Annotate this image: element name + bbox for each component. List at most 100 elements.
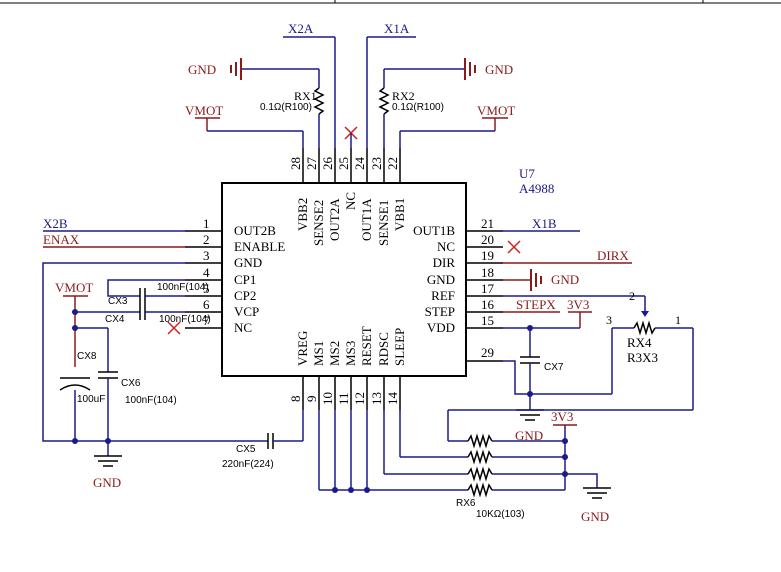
svg-text:3: 3: [203, 248, 210, 263]
svg-text:3V3: 3V3: [551, 409, 573, 424]
svg-text:16: 16: [481, 297, 495, 312]
svg-text:GND: GND: [581, 509, 609, 524]
svg-text:100nF(104): 100nF(104): [157, 282, 209, 293]
svg-text:GND: GND: [485, 62, 513, 77]
vmot-caps: VMOT CX8 100uF CX6 100nF(104): [55, 280, 177, 444]
ground-symbol-top-right: GND: [464, 58, 513, 80]
rx6-resistor-network: RX6 10KΩ(103) 3V3 GND: [318, 409, 611, 524]
cx5-capacitor: CX5 220nF(224): [110, 410, 304, 470]
svg-text:RESET: RESET: [359, 326, 374, 366]
svg-text:5: 5: [203, 281, 210, 296]
frame-border: [0, 0, 781, 4]
svg-text:29: 29: [481, 345, 494, 360]
svg-text:VBB1: VBB1: [392, 198, 407, 231]
svg-text:10: 10: [320, 392, 335, 405]
svg-text:14: 14: [385, 392, 400, 406]
svg-text:RX1: RX1: [294, 89, 317, 103]
svg-text:REF: REF: [431, 288, 455, 303]
top-pins: 28 27 26 25 24 23 22 VBB2 SENSE2 OUT2A N…: [288, 148, 407, 246]
svg-text:OUT1B: OUT1B: [413, 223, 455, 238]
svg-text:6: 6: [203, 297, 210, 312]
svg-text:100nF(104): 100nF(104): [159, 314, 211, 325]
cx4-capacitor: CX4 100nF(104): [75, 304, 211, 325]
svg-text:24: 24: [352, 157, 367, 171]
svg-text:GND: GND: [93, 475, 121, 490]
svg-text:0.1Ω(R100): 0.1Ω(R100): [392, 102, 444, 113]
svg-text:CP1: CP1: [234, 272, 256, 287]
net-label-enax: ENAX: [43, 232, 80, 247]
svg-text:7: 7: [203, 313, 210, 328]
svg-text:VCP: VCP: [234, 304, 259, 319]
svg-text:13: 13: [369, 392, 384, 405]
svg-text:R3X3: R3X3: [627, 350, 658, 365]
svg-text:27: 27: [304, 157, 319, 171]
rx2-resistor: RX2 0.1Ω(R100): [378, 68, 464, 148]
svg-text:RX4: RX4: [627, 335, 652, 350]
svg-text:3: 3: [606, 313, 612, 327]
left-pins: 1 2 3 4 5 6 7 OUT2B ENABLE GND CP1 CP2 V…: [185, 216, 285, 335]
svg-text:CX3: CX3: [108, 296, 128, 307]
svg-text:NC: NC: [437, 239, 455, 254]
svg-text:MS3: MS3: [343, 341, 358, 366]
cx3-capacitor: CX3 100nF(104): [107, 279, 209, 307]
no-connect-icon-pin7: [167, 321, 181, 335]
svg-text:CX8: CX8: [77, 351, 97, 362]
svg-text:18: 18: [481, 265, 494, 280]
svg-text:20: 20: [481, 232, 494, 247]
top-nets: X2A X1A: [283, 21, 416, 148]
svg-text:SENSE1: SENSE1: [376, 200, 391, 246]
chip-part: A4988: [519, 181, 554, 196]
svg-text:1: 1: [675, 313, 681, 327]
svg-text:2: 2: [629, 289, 635, 303]
svg-text:2: 2: [203, 232, 210, 247]
svg-text:25: 25: [336, 157, 351, 170]
svg-text:DIR: DIR: [433, 255, 456, 270]
svg-text:VMOT: VMOT: [185, 103, 223, 118]
vmot-top-right: VMOT: [399, 103, 515, 148]
net-label-stepx: STEPX: [516, 297, 556, 312]
left-nets: X2B ENAX: [42, 216, 185, 442]
svg-text:STEP: STEP: [425, 304, 455, 319]
right-pins: 21 20 19 18 17 16 15 29 OUT1B NC DIR GND…: [413, 216, 503, 362]
svg-text:220nF(224): 220nF(224): [222, 459, 274, 470]
svg-text:VMOT: VMOT: [55, 280, 93, 295]
ground-symbol-caps: GND: [93, 441, 122, 490]
svg-text:19: 19: [481, 248, 494, 263]
svg-text:11: 11: [336, 392, 351, 405]
svg-text:MS1: MS1: [311, 341, 326, 366]
svg-text:OUT2A: OUT2A: [327, 198, 342, 241]
svg-text:ENABLE: ENABLE: [234, 239, 285, 254]
svg-text:3V3: 3V3: [567, 297, 589, 312]
svg-text:15: 15: [481, 313, 494, 328]
svg-text:VDD: VDD: [427, 320, 455, 335]
rx1-resistor: RX1 0.1Ω(R100): [242, 68, 325, 148]
svg-text:28: 28: [288, 157, 303, 170]
svg-text:23: 23: [369, 157, 384, 170]
svg-text:1: 1: [203, 216, 210, 231]
svg-text:17: 17: [481, 281, 495, 296]
svg-text:10KΩ(103): 10KΩ(103): [476, 509, 525, 520]
svg-text:GND: GND: [551, 272, 579, 287]
svg-text:CX6: CX6: [121, 378, 141, 389]
svg-text:OUT2B: OUT2B: [234, 223, 276, 238]
svg-text:CX4: CX4: [105, 314, 125, 325]
svg-text:SENSE2: SENSE2: [311, 200, 326, 246]
svg-text:100uF: 100uF: [77, 394, 105, 405]
svg-text:22: 22: [385, 157, 400, 170]
svg-text:GND: GND: [515, 428, 543, 443]
svg-text:26: 26: [320, 157, 335, 171]
svg-text:RX2: RX2: [392, 89, 415, 103]
svg-text:GND: GND: [234, 255, 262, 270]
rx4-potentiometer: 2 3 1 RX4 R3X3: [448, 289, 694, 411]
net-label-x1a: X1A: [384, 21, 410, 36]
svg-text:21: 21: [481, 216, 494, 231]
svg-text:NC: NC: [234, 320, 252, 335]
net-label-dirx: DIRX: [597, 248, 629, 263]
bottom-pins: 8 9 10 11 12 13 14 VREG MS1 MS2 MS3 RESE…: [288, 326, 407, 410]
svg-text:4: 4: [203, 265, 210, 280]
no-connect-icon-pin20: [507, 240, 521, 254]
ground-symbol-top-left: GND: [188, 58, 242, 80]
vmot-top-left: VMOT: [185, 103, 304, 148]
svg-text:VMOT: VMOT: [477, 103, 515, 118]
